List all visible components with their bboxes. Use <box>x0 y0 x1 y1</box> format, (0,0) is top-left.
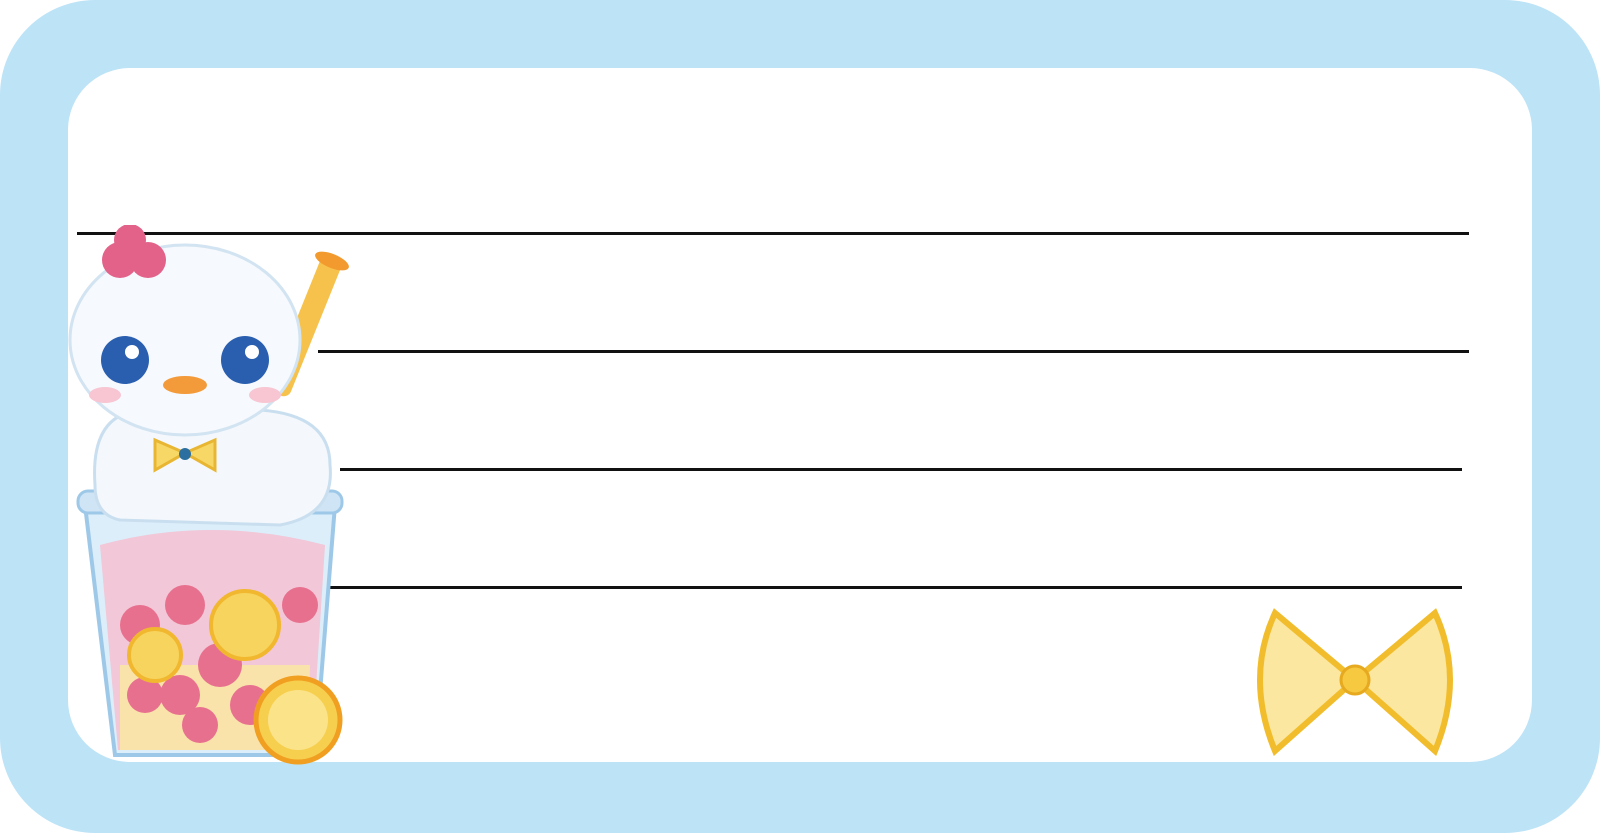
lemon-slice-icon <box>253 675 343 765</box>
eye-icon <box>221 336 269 384</box>
eye-icon <box>101 336 149 384</box>
writing-line-4 <box>318 586 1462 589</box>
swan-drink-illustration <box>68 225 349 765</box>
swan-icon <box>68 225 332 527</box>
writing-line-1 <box>77 232 1469 235</box>
writing-line-3 <box>340 468 1462 471</box>
lemon-bow-icon <box>1257 608 1453 756</box>
bow-tie-icon <box>153 437 217 473</box>
writing-line-2 <box>318 350 1469 353</box>
